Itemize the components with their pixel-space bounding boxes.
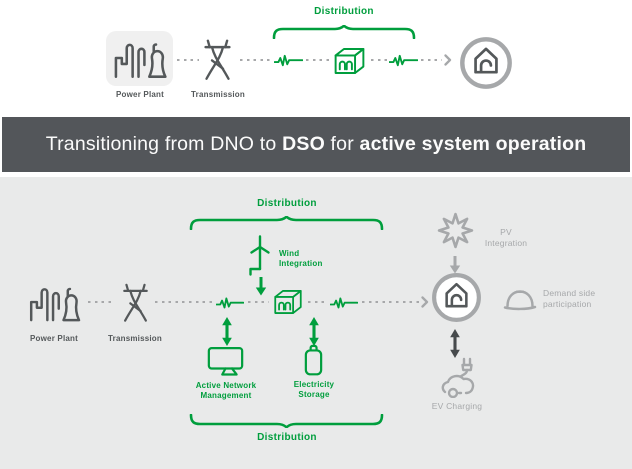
title-text: Transitioning from DNO to DSO for active… (46, 133, 587, 155)
pv-integration-label: PV Integration (484, 227, 528, 248)
top-transmission-label: Transmission (191, 90, 245, 99)
dotted-link (362, 301, 419, 304)
hard-hat-icon (502, 287, 538, 313)
dotted-link (306, 59, 329, 62)
wind-integration-label: Wind Integration (279, 249, 323, 268)
title-part1: Transitioning from DNO to (45, 133, 283, 155)
power-plant-icon (112, 39, 167, 79)
ev-charging-icon (439, 356, 477, 398)
power-line-pulse-icon (389, 51, 418, 70)
title-banner: Transitioning from DNO to DSO for active… (2, 117, 630, 172)
bottom-distribution-bottom-label: Distribution (257, 432, 317, 443)
wind-turbine-icon (246, 235, 274, 277)
substation-cube-icon (271, 289, 305, 315)
title-part2: for (324, 133, 360, 155)
monitor-icon (207, 346, 244, 378)
home-icon (431, 272, 482, 323)
battery-icon (303, 343, 324, 377)
transmission-tower-icon (201, 37, 234, 82)
double-arrow-icon (221, 317, 233, 346)
ev-charging-label: EV Charging (431, 401, 483, 411)
distribution-brace-icon (189, 414, 384, 428)
top-distribution-label: Distribution (314, 6, 374, 17)
down-arrow-icon (255, 277, 267, 296)
bottom-diagram: Distribution Wind Integration (0, 177, 632, 469)
dotted-link (155, 301, 214, 304)
title-bold-dso: DSO (282, 133, 325, 155)
distribution-brace-icon (189, 216, 384, 230)
power-line-pulse-icon (274, 51, 303, 70)
distribution-brace-icon (272, 25, 416, 39)
active-network-management-label: Active Network Management (195, 381, 257, 400)
title-bold-active: active system operation (359, 133, 587, 155)
dotted-link (421, 59, 442, 62)
electricity-storage-label: Electricity Storage (293, 380, 335, 399)
chevron-right-icon (444, 54, 452, 66)
double-arrow-icon (449, 329, 461, 358)
dotted-link (248, 301, 269, 304)
chevron-right-icon (421, 296, 429, 308)
down-arrow-icon (449, 256, 461, 274)
power-line-pulse-icon (330, 294, 358, 312)
bottom-distribution-top-label: Distribution (257, 198, 317, 209)
sun-icon (437, 212, 474, 249)
top-diagram: Distribution Power Plant (0, 0, 632, 117)
power-plant-icon (27, 284, 81, 322)
dotted-link (371, 59, 388, 62)
dotted-link (240, 59, 272, 62)
home-icon (459, 36, 513, 90)
demand-side-participation-label: Demand side participation (543, 288, 596, 309)
transmission-tower-icon (120, 281, 151, 324)
bottom-transmission-label: Transmission (108, 334, 162, 343)
double-arrow-icon (308, 317, 320, 346)
bottom-power-plant-label: Power Plant (30, 334, 78, 343)
top-power-plant-label: Power Plant (116, 90, 164, 99)
dotted-link (88, 301, 115, 304)
power-line-pulse-icon (216, 294, 244, 312)
substation-cube-icon (331, 47, 368, 75)
dotted-link (308, 301, 327, 304)
dotted-link (177, 59, 199, 62)
